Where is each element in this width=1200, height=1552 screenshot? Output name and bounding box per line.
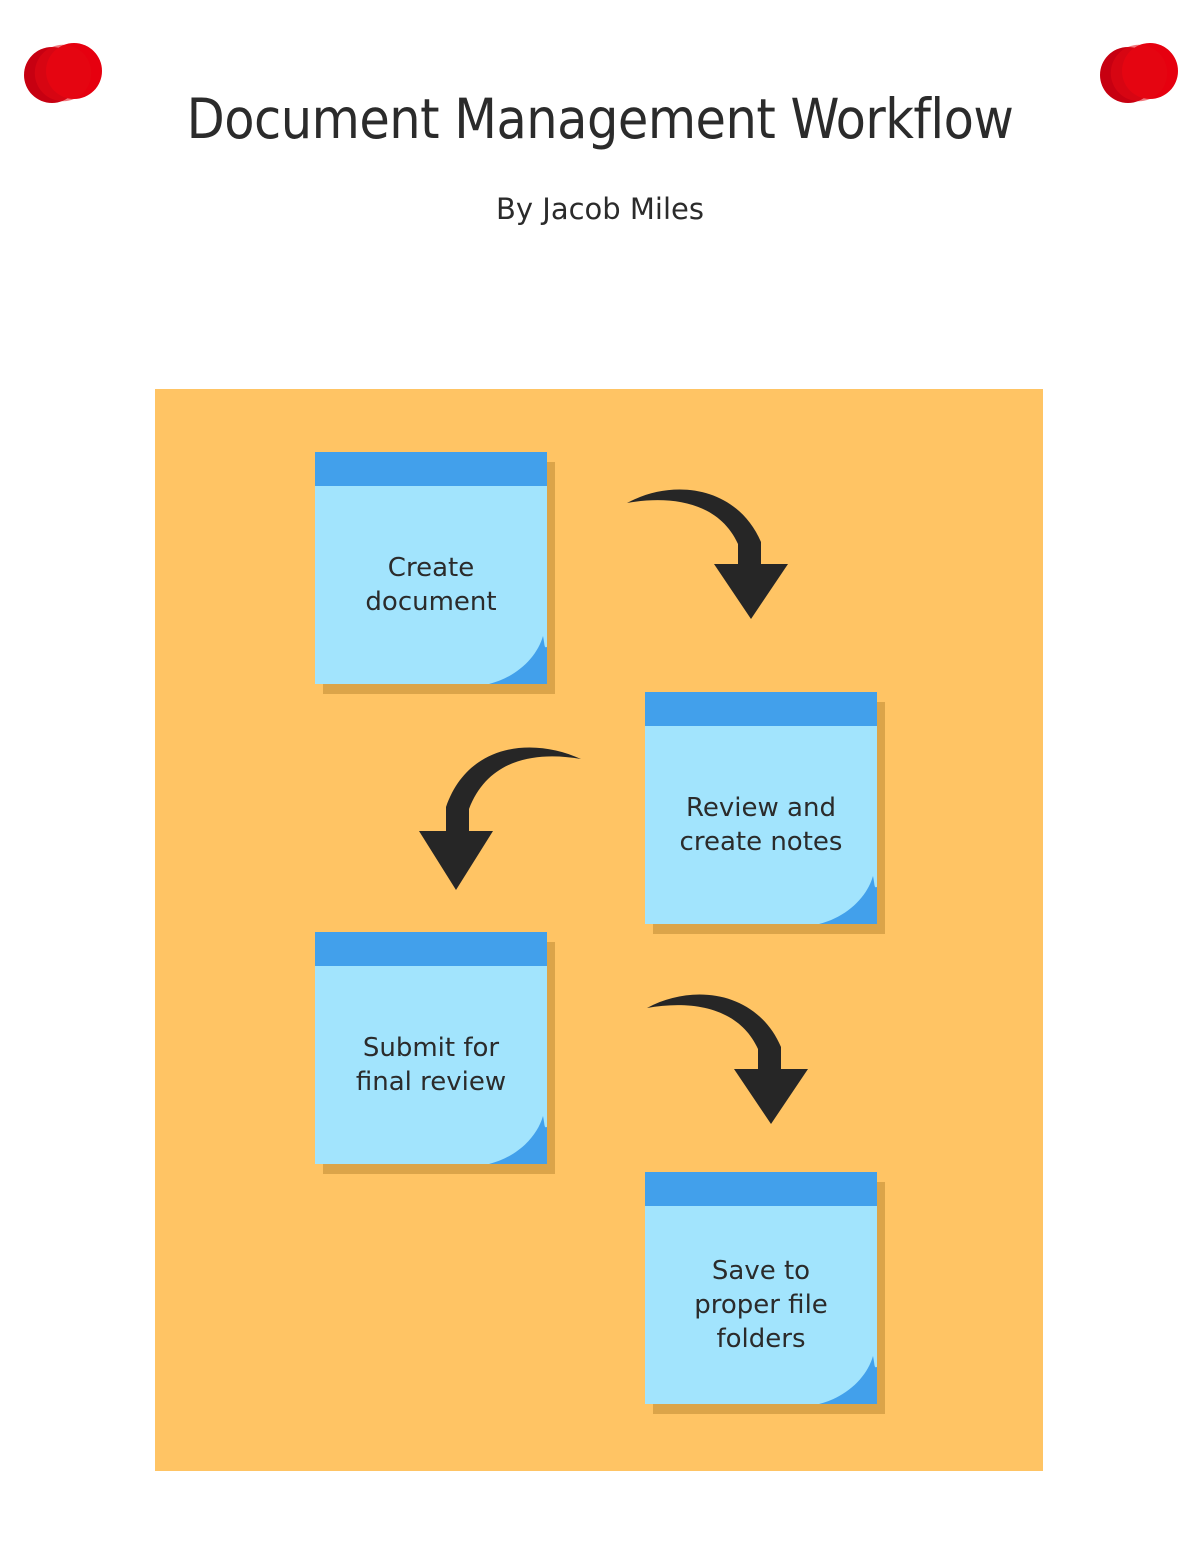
pin-top-left — [22, 38, 102, 108]
note-body: Create document — [315, 452, 547, 684]
page-header: Document Management Workflow By Jacob Mi… — [0, 0, 1200, 226]
note-header-bar — [315, 452, 547, 486]
pin-icon — [1100, 43, 1178, 103]
pin-icon — [24, 43, 102, 103]
page-title: Document Management Workflow — [186, 87, 1014, 151]
note-label: Submit for final review — [355, 1033, 507, 1097]
note-body: Review and create notes — [645, 692, 877, 924]
sticky-note-1[interactable]: Create document — [315, 452, 555, 694]
curved-arrow-icon — [419, 747, 581, 890]
arrow-note2-to-note3 — [408, 737, 583, 892]
workflow-board: Create document Review and create notes … — [155, 389, 1043, 1471]
curved-arrow-icon — [647, 994, 808, 1124]
sticky-note-3[interactable]: Submit for final review — [315, 932, 555, 1174]
note-label: Save to proper file folders — [694, 1256, 828, 1354]
note-label: Create document — [365, 553, 497, 617]
sticky-note-4[interactable]: Save to proper file folders — [645, 1172, 885, 1414]
note-header-bar — [315, 932, 547, 966]
note-header-bar — [645, 692, 877, 726]
pin-top-right — [1098, 38, 1178, 108]
arrow-note3-to-note4 — [645, 981, 845, 1126]
note-body: Submit for final review — [315, 932, 547, 1164]
sticky-note-2[interactable]: Review and create notes — [645, 692, 885, 934]
note-body: Save to proper file folders — [645, 1172, 877, 1404]
page-author: By Jacob Miles — [496, 192, 704, 226]
note-header-bar — [645, 1172, 877, 1206]
note-label: Review and create notes — [679, 793, 843, 857]
arrow-note1-to-note2 — [625, 476, 825, 621]
curved-arrow-icon — [627, 489, 788, 619]
